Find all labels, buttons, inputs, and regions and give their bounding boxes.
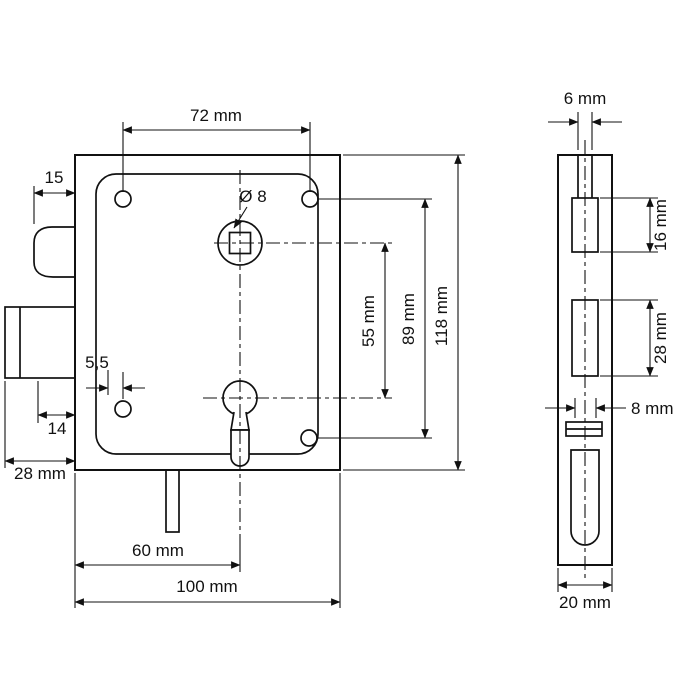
dim-bolt-width: 28 mm	[4, 381, 76, 483]
dim-spindle-channel: 6 mm	[548, 89, 622, 150]
dim-label-72mm: 72 mm	[190, 106, 242, 125]
dim-bolt-block: 28 mm	[600, 299, 670, 377]
front-case-outline	[74, 154, 341, 471]
bolt-block-side	[571, 299, 599, 377]
latch-bolt	[33, 226, 76, 278]
screw-hole-top-right	[301, 190, 319, 208]
dim-label-28mm-side: 28 mm	[651, 312, 670, 364]
dim-follower-square: Ø 8	[233, 187, 267, 229]
dim-label-dia8: Ø 8	[239, 187, 266, 206]
front-inner-plate	[95, 173, 319, 455]
screw-hole-bottom-left	[114, 400, 132, 418]
dim-label-6mm: 6 mm	[564, 89, 607, 108]
dim-label-55mm: 55 mm	[359, 295, 378, 347]
dim-hole-spacing-v: 89 mm	[317, 198, 432, 439]
dim-keyhole-offset: 60 mm	[74, 473, 241, 608]
dim-case-width: 100 mm	[74, 473, 341, 608]
dim-case-depth: 20 mm	[557, 568, 613, 612]
dim-hole-spacing-h: 72 mm	[122, 106, 311, 192]
dim-bolt-stem: 14	[37, 381, 76, 438]
dim-label-16mm: 16 mm	[651, 199, 670, 251]
dim-label-5-5: 5,5	[85, 353, 109, 372]
dim-follower-hub: 16 mm	[600, 197, 670, 253]
dead-bolt	[4, 306, 76, 379]
screw-hole-top-left	[114, 190, 132, 208]
dim-latch-width: 15	[33, 168, 76, 224]
dim-label-28mm-front: 28 mm	[14, 464, 66, 483]
dim-case-height: 118 mm	[343, 154, 465, 471]
front-dimensions: 72 mm Ø 8 15 5,5 14	[4, 106, 465, 608]
dim-label-14: 14	[48, 419, 67, 438]
dim-label-15: 15	[45, 168, 64, 187]
dim-label-60mm: 60 mm	[132, 541, 184, 560]
center-lines	[203, 140, 586, 578]
dim-label-100mm: 100 mm	[176, 577, 237, 596]
side-dimensions: 6 mm 16 mm 28 mm 8 mm	[545, 89, 674, 612]
mounting-tab	[165, 469, 180, 533]
dim-label-118mm: 118 mm	[432, 286, 451, 346]
dim-follower-keyhole: 55 mm	[359, 242, 389, 399]
dim-key-guide: 8 mm	[545, 398, 674, 418]
dim-label-8mm: 8 mm	[631, 399, 674, 418]
key-drop-side	[570, 449, 600, 546]
dim-screw-offset: 5,5	[85, 353, 145, 399]
screw-hole-bottom-right	[300, 429, 318, 447]
dim-label-89mm: 89 mm	[399, 293, 418, 345]
dim-label-20mm: 20 mm	[559, 593, 611, 612]
